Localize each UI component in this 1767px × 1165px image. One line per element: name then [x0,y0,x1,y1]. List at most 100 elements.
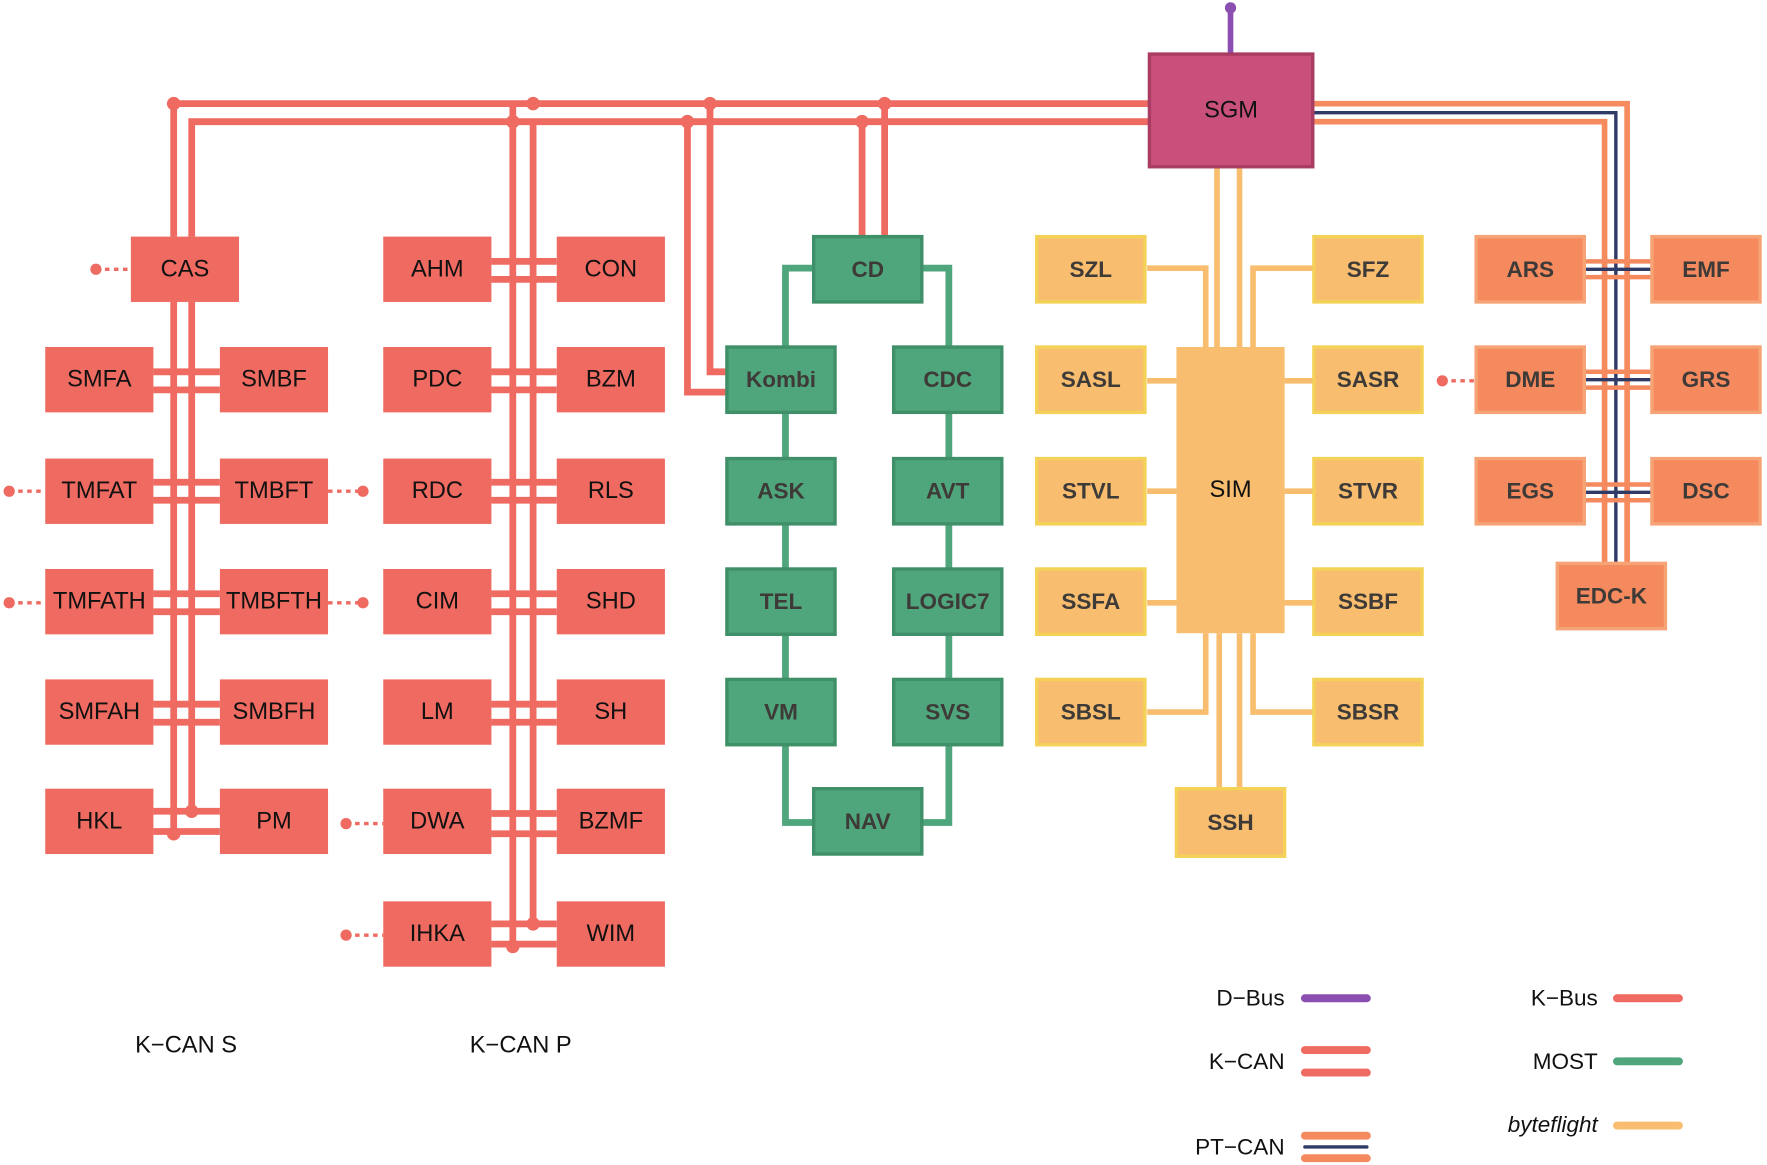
module-ssbf: SSBF [1312,567,1424,637]
module-vm: VM [725,677,837,747]
module-svs: SVS [891,677,1004,747]
module-wim-label: WIM [587,921,636,947]
module-sasl-label: SASL [1061,367,1121,392]
module-avt: AVT [891,456,1004,526]
module-tel-label: TEL [760,589,803,614]
module-smfah-box [45,679,154,745]
module-sbsr-box [1312,677,1424,747]
module-sbsr-label: SBSR [1337,700,1400,725]
module-hkl-box [45,788,154,855]
module-grs-box [1650,345,1762,415]
module-smfah: SMFAH [45,679,154,745]
module-cas-box [130,236,240,302]
module-sim-box [1176,347,1285,634]
module-smfa: SMFA [45,347,154,413]
module-rdc-box [383,458,492,524]
module-cdc-box [891,345,1004,415]
module-rls-label: RLS [588,478,634,504]
gateway-sgm: SGM [1147,52,1315,169]
module-emf-box [1650,234,1762,304]
module-shd-label: SHD [586,589,636,615]
pt-can-wires [1312,100,1652,564]
module-edc-k-label: EDC-K [1576,584,1648,609]
module-dme: DME [1474,345,1586,415]
module-bzm-label: BZM [586,367,636,393]
module-ssfa: SSFA [1035,567,1147,637]
module-smbf-box [219,347,329,413]
module-dsc-label: DSC [1682,479,1730,504]
module-cim: CIM [383,568,492,635]
module-pm-box [219,788,329,855]
module-egs-box [1474,456,1586,526]
module-wim-box [556,901,665,967]
module-bzmf-box [556,788,665,855]
module-ars-label: ARS [1506,257,1554,282]
k-can-p-label: K−CAN P [470,1033,572,1059]
module-ssfa-box [1035,567,1147,637]
module-szl: SZL [1035,234,1147,304]
module-sh-box [556,679,665,745]
legend-d-bus-label: D−Bus [1216,986,1284,1011]
module-rdc-label: RDC [412,478,463,504]
module-sh: SH [556,679,665,745]
module-sbsl: SBSL [1035,677,1147,747]
module-sfz-label: SFZ [1347,257,1390,282]
module-tmfat: TMFAT [45,458,154,524]
module-smbfh: SMBFH [219,679,329,745]
module-nav-label: NAV [845,809,891,834]
module-ssh-box [1174,786,1287,858]
module-rls: RLS [556,458,665,524]
module-stvl-label: STVL [1062,479,1120,504]
module-dme-box [1474,345,1586,415]
module-dsc: DSC [1650,456,1762,526]
module-sfz: SFZ [1312,234,1424,304]
module-bzmf-label: BZMF [579,808,643,834]
module-tmbfth: TMBFTH [219,568,329,635]
module-kombi: Kombi [725,345,837,415]
module-sasl: SASL [1035,345,1147,415]
module-sasr-box [1312,345,1424,415]
k-bus-stubs [3,263,1477,941]
module-ars: ARS [1474,234,1586,304]
byteflight-wires [1147,166,1314,791]
module-lm-label: LM [421,699,454,725]
module-shd: SHD [556,568,665,635]
module-avt-box [891,456,1004,526]
module-tmfat-box [45,458,154,524]
legend-most-label: MOST [1533,1049,1598,1074]
module-tmbfth-label: TMBFTH [226,589,322,615]
most-ring [782,264,953,826]
gateway-sgm-box [1147,52,1315,169]
module-shd-box [556,568,665,635]
legend-k-bus-label: K−Bus [1531,986,1598,1011]
module-ask: ASK [725,456,837,526]
module-ahm-label: AHM [411,256,464,282]
module-cdc: CDC [891,345,1004,415]
module-ask-box [725,456,837,526]
module-pdc-label: PDC [412,367,462,393]
module-cim-box [383,568,492,635]
k-can-junctions [166,96,892,954]
legend-k-can-swatch [1300,1046,1371,1077]
module-logic7-label: LOGIC7 [906,589,990,614]
module-cd: CD [811,234,924,304]
module-dwa-label: DWA [410,808,465,834]
module-stvr-box [1312,456,1424,526]
module-sbsr: SBSR [1312,677,1424,747]
module-tmfat-label: TMFAT [61,478,137,504]
legend-byteflight-label: byteflight [1508,1112,1600,1137]
module-pdc: PDC [383,347,492,413]
module-dme-label: DME [1505,367,1555,392]
module-smbf: SMBF [219,347,329,413]
module-svs-box [891,677,1004,747]
module-szl-label: SZL [1070,257,1113,282]
module-smbfh-label: SMBFH [233,699,316,725]
module-nav-box [811,786,924,856]
module-svs-label: SVS [925,700,970,725]
module-sh-label: SH [594,699,627,725]
module-smbf-label: SMBF [241,367,307,393]
module-tmfath-label: TMFATH [53,589,146,615]
module-grs: GRS [1650,345,1762,415]
module-sim: SIM [1176,347,1285,634]
